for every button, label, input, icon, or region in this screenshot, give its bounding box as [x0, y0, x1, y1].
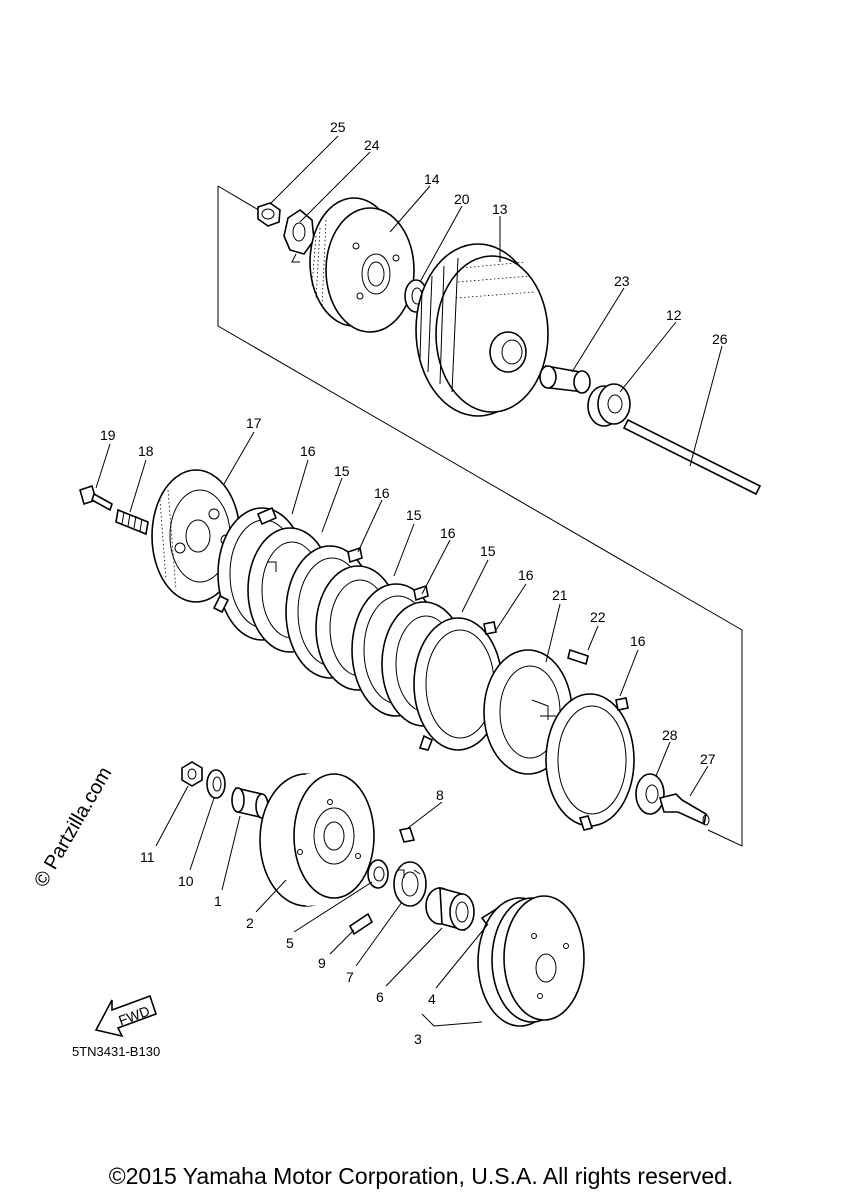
part-25-nut	[257, 202, 281, 227]
leader-lines	[95, 135, 723, 1027]
part-24-lock-washer	[283, 209, 315, 263]
callout: 15	[406, 507, 422, 523]
callout: 22	[590, 609, 606, 625]
part-1-collar	[231, 786, 269, 820]
part-13-clutch-housing	[415, 243, 549, 417]
part-11-nut	[181, 761, 203, 787]
assembly-frame	[217, 185, 743, 847]
callout: 9	[318, 955, 326, 971]
callout: 24	[364, 137, 380, 153]
callout: 12	[666, 307, 682, 323]
callout: 4	[428, 991, 436, 1007]
callout: 18	[138, 443, 154, 459]
callout: 1	[214, 893, 222, 909]
callout: 14	[424, 171, 440, 187]
callout: 16	[518, 567, 534, 583]
callout: 19	[100, 427, 116, 443]
callout: 27	[700, 751, 716, 767]
part-12-bearing	[587, 383, 631, 427]
callout: 2	[246, 915, 254, 931]
callout: 16	[630, 633, 646, 649]
callout: 16	[300, 443, 316, 459]
copyright-notice: ©2015 Yamaha Motor Corporation, U.S.A. A…	[108, 1163, 734, 1189]
callout: 3	[414, 1031, 422, 1047]
part-10-washer	[206, 769, 226, 799]
part-18-spring	[115, 508, 149, 536]
callout: 15	[480, 543, 496, 559]
callout: 16	[440, 525, 456, 541]
part-28-bearing	[635, 773, 665, 815]
callout: 6	[376, 989, 384, 1005]
part-2-primary-gear-housing	[259, 772, 375, 907]
callout: 5	[286, 935, 294, 951]
callout: 7	[346, 969, 354, 985]
callout: 20	[454, 191, 470, 207]
callout: 28	[662, 727, 678, 743]
part-22-pin	[567, 648, 589, 666]
part-14-clutch-boss	[309, 197, 415, 333]
fwd-arrow-icon: FWD	[94, 994, 158, 1038]
part-16-friction-plate-5	[545, 693, 635, 831]
drawing-code: 5TN3431-B130	[72, 1044, 161, 1059]
callout: 26	[712, 331, 728, 347]
callout: 23	[614, 273, 630, 289]
callout: 8	[436, 787, 444, 803]
callout-labels: 25 24 14 20 13 23 12 26 19 18 17 16 15 1…	[100, 119, 728, 1047]
part-7-one-way-clutch	[393, 861, 427, 907]
callout: 10	[178, 873, 194, 889]
part-5-washer	[367, 859, 389, 889]
part-6-needle-bearing	[425, 886, 475, 932]
callout: 25	[330, 119, 346, 135]
callout: 13	[492, 201, 508, 217]
callout: 11	[140, 849, 155, 865]
callout: 21	[552, 587, 568, 603]
part-8-roller	[398, 827, 416, 843]
part-23-collar	[539, 365, 591, 394]
callout: 16	[374, 485, 390, 501]
part-3-starter-clutch	[477, 895, 585, 1027]
callout: 17	[246, 415, 262, 431]
part-27-push-rod	[659, 793, 710, 826]
part-19-bolt	[79, 484, 113, 512]
callout: 15	[334, 463, 350, 479]
